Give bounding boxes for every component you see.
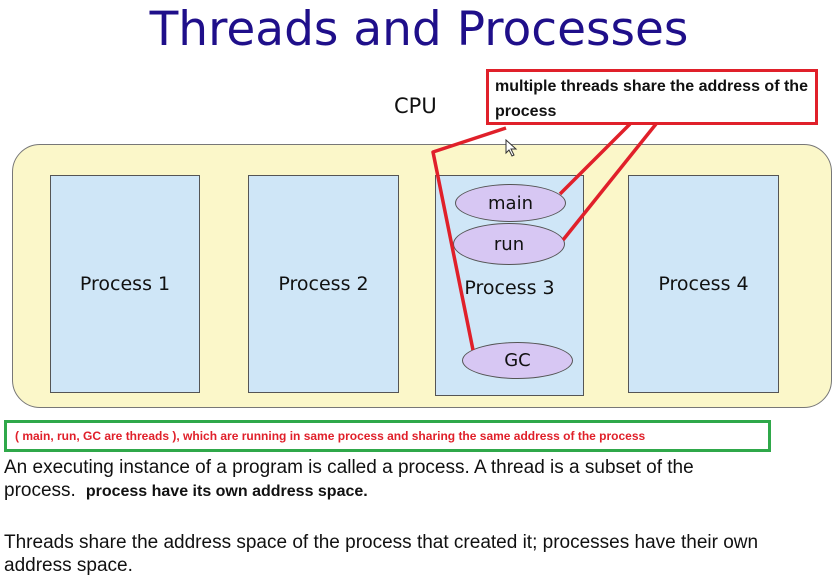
process-2-label: Process 2 — [278, 273, 369, 295]
process-1-label: Process 1 — [79, 273, 171, 295]
mouse-cursor-icon — [505, 139, 518, 157]
thread-note-text: ( main, run, GC are threads ), which are… — [15, 429, 646, 443]
process-address-note: process have its own address space. — [85, 483, 368, 500]
cpu-label: CPU — [394, 94, 437, 118]
thread-main: main — [455, 184, 566, 222]
process-definition-text: An executing instance of a program is ca… — [4, 457, 694, 501]
process-4-label: Process 4 — [658, 273, 749, 295]
process-3-label: Process 3 — [464, 276, 555, 299]
thread-run: run — [453, 223, 565, 265]
process-4-box: Process 4 — [628, 175, 779, 393]
thread-gc: GC — [462, 342, 573, 379]
process-definition-paragraph: An executing instance of a program is ca… — [4, 456, 824, 503]
thread-address-paragraph: Threads share the address space of the p… — [4, 532, 759, 576]
process-2-box: Process 2 — [248, 175, 399, 393]
callout-box: multiple threads share the address of th… — [486, 69, 818, 125]
thread-note-box: ( main, run, GC are threads ), which are… — [4, 420, 771, 452]
process-1-box: Process 1 — [50, 175, 200, 393]
page-title: Threads and Processes — [149, 2, 689, 57]
